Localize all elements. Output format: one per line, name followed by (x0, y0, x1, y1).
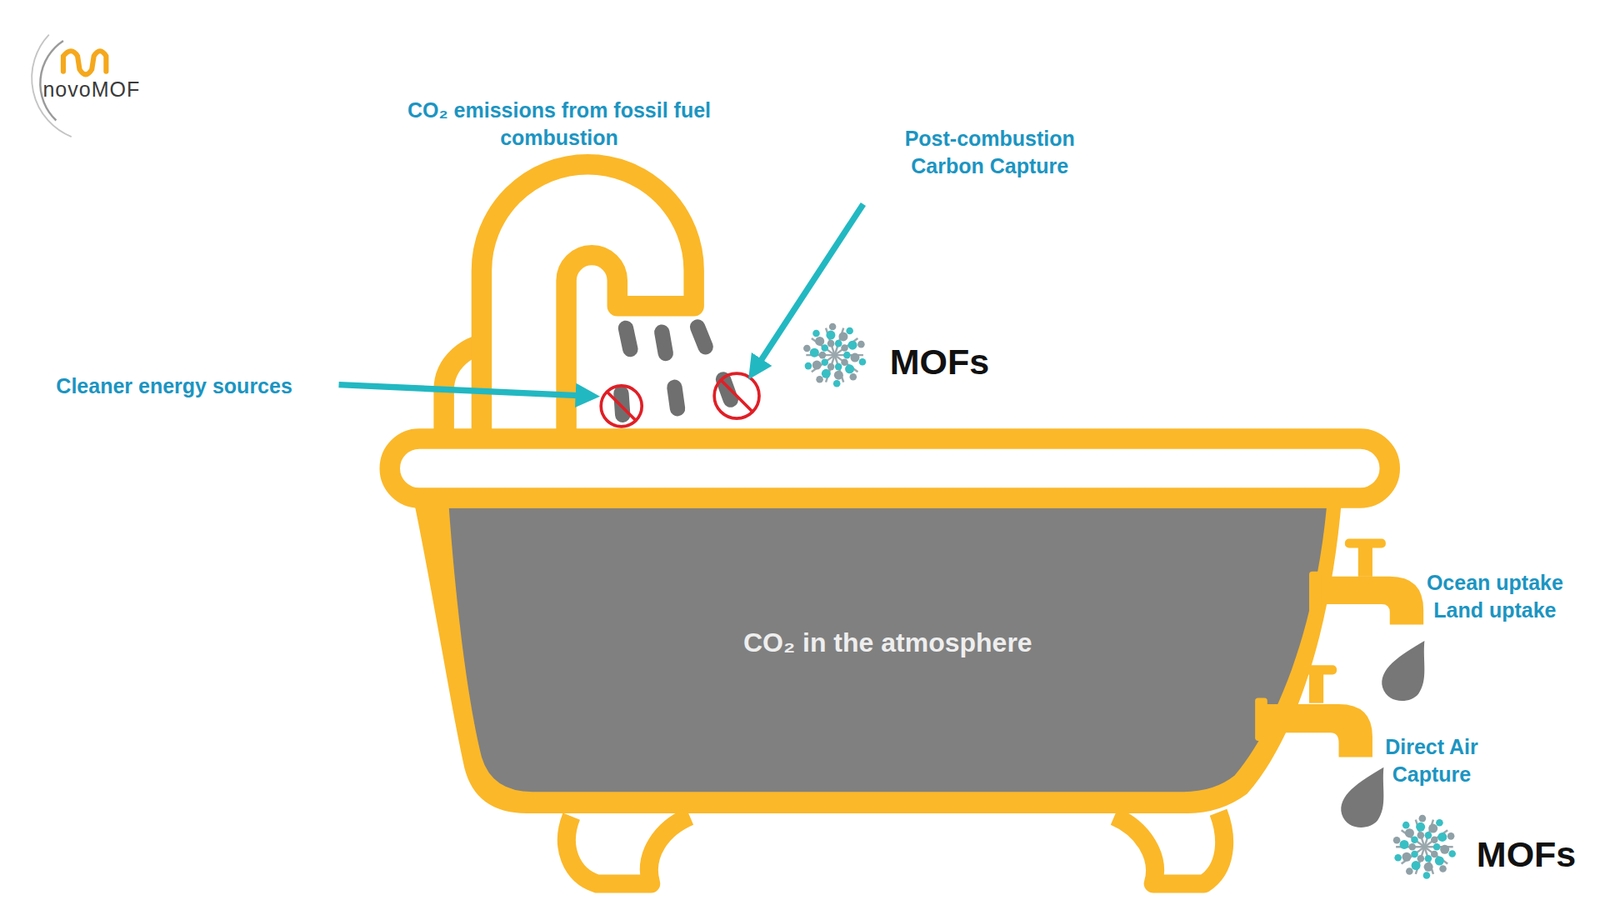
cleaner-energy-label: Cleaner energy sources (55, 372, 292, 400)
mof-atom (803, 345, 811, 353)
mof-atom (859, 358, 867, 366)
emission-label: CO₂ emissions from fossil fuel combustio… (355, 96, 764, 151)
mof-atom (835, 363, 843, 371)
mof-atom (810, 348, 820, 358)
mof-atom (845, 364, 855, 374)
tub-feet (566, 812, 1225, 885)
mof-atom (848, 340, 858, 350)
mof-atom (1417, 831, 1425, 840)
uptake-label: Ocean uptake Land uptake (1403, 569, 1587, 624)
mof-atom (835, 340, 843, 348)
mof-bond (835, 355, 845, 383)
mof-atom (1417, 855, 1425, 863)
mof-atom (1430, 850, 1439, 859)
mof-atom (1448, 850, 1456, 858)
mof-bond (1415, 820, 1425, 848)
node-text: CO₂ in the atmosphere (743, 627, 1033, 659)
mof-bond (1424, 846, 1434, 875)
mof-atom (1439, 865, 1447, 873)
mof-atom (812, 330, 820, 338)
emission-drops (613, 316, 741, 423)
mof-atom (849, 373, 857, 381)
mof-atom (1425, 831, 1433, 840)
mof-atom (1401, 852, 1411, 862)
mof-atom (815, 336, 825, 346)
mof-atom (1435, 819, 1444, 827)
mof-atom (1430, 835, 1439, 844)
mof-bond (835, 338, 859, 355)
mof-atom (840, 358, 849, 366)
mof-atom (845, 327, 854, 335)
mof-atom (1440, 845, 1450, 855)
mof-atom (840, 344, 849, 352)
mof-bond (1424, 830, 1448, 847)
mof-atom (1405, 867, 1414, 875)
dac-label: Direct Air Capture (1355, 733, 1509, 788)
logo-text: novoMOF (42, 75, 140, 103)
mof-atom (1424, 862, 1434, 872)
mof-atom (1447, 832, 1455, 840)
callout-arrows (339, 204, 864, 396)
side-taps (1255, 539, 1424, 758)
mof-atom (820, 358, 829, 366)
mof-label: MOFs (890, 339, 990, 386)
mof-atom (805, 362, 813, 370)
mof-atom (833, 380, 841, 388)
tub-interior (449, 508, 1327, 792)
mof-atom (834, 370, 844, 380)
mof-atom (820, 344, 829, 352)
mof-atom (1423, 871, 1431, 880)
mof-atom (821, 369, 831, 379)
outflow-drops (1340, 640, 1425, 828)
mof-atom (1402, 821, 1410, 830)
mof-bond (825, 328, 835, 356)
mof-atom (829, 323, 837, 331)
mof-atom (1415, 822, 1425, 832)
mof-atom (843, 351, 851, 360)
mof-atom (1408, 843, 1416, 851)
mof-atom (1394, 854, 1402, 862)
mof-atom (1410, 835, 1419, 844)
mof-molecule (803, 323, 866, 388)
mof-atom (815, 375, 824, 384)
mof-atom (838, 331, 848, 341)
mof-atom (812, 360, 822, 370)
mof-atom (1400, 840, 1410, 850)
mof-atom (1419, 815, 1427, 823)
tub-outline (413, 498, 1342, 814)
capture-label: Post-combustion Carbon Capture (867, 125, 1113, 180)
mof-atom (819, 351, 827, 360)
mof-atom (1393, 836, 1401, 845)
mof-atom (1405, 828, 1415, 838)
no-symbol (600, 373, 760, 427)
atmosphere-tub: CO₂ in the atmosphere (480, 520, 1297, 765)
mof-atom (1410, 850, 1419, 859)
mof-molecule (1393, 815, 1456, 880)
mof-label: MOFs (1476, 831, 1576, 879)
mof-atom (1435, 855, 1445, 865)
mof-atom (1411, 860, 1421, 870)
mof-atom (827, 340, 835, 348)
mof-atom (827, 363, 835, 371)
mof-atom (1428, 824, 1438, 834)
mof-atom (1433, 843, 1441, 851)
mof-atom (1437, 832, 1447, 842)
mof-atom (1425, 855, 1433, 863)
mof-atom (857, 340, 865, 349)
mof-atom (825, 330, 835, 340)
mof-atom (850, 353, 860, 363)
tub-rim (390, 439, 1390, 499)
